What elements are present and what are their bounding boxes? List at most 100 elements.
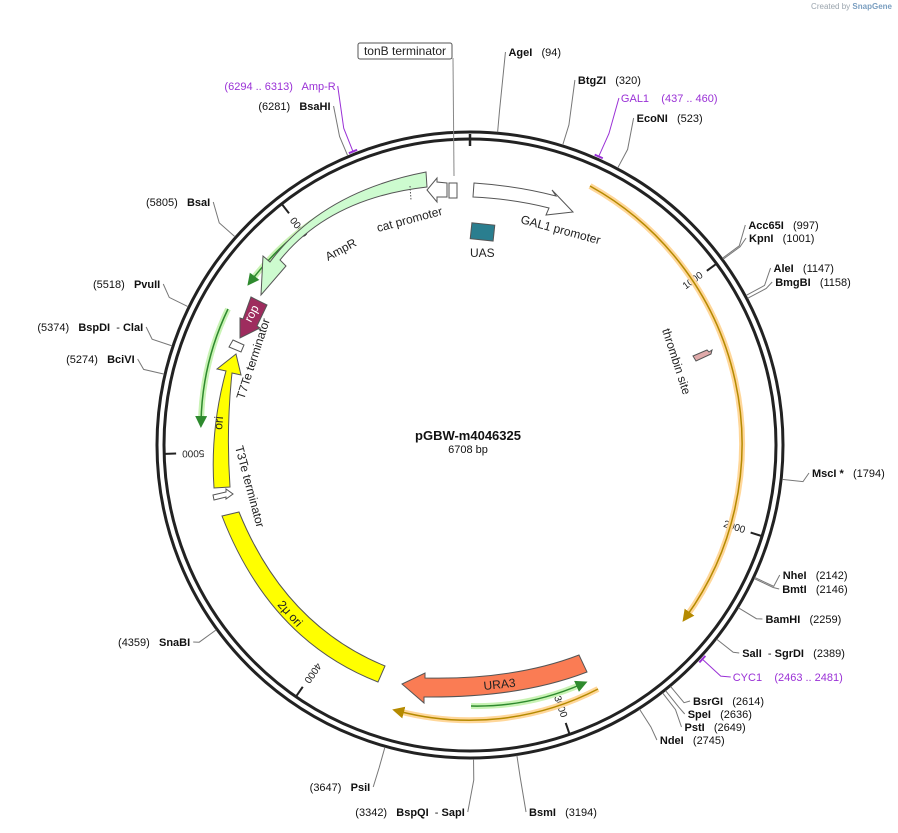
- site-label-pvuii: (5518) PvuII: [93, 279, 160, 291]
- t7te-terminator-arrow[interactable]: [228, 339, 245, 353]
- gal1-promoter-label: GAL1 promoter: [519, 212, 602, 247]
- primer-leader-amp-r: [337, 85, 354, 153]
- site-label-agei: AgeI (94): [508, 47, 561, 59]
- site-leader-ndei: [639, 709, 658, 741]
- primer-leader-cyc1: [701, 658, 731, 678]
- two-micron-ori-arc[interactable]: [221, 511, 386, 683]
- tick-label-4000: 4000: [301, 660, 323, 685]
- site-label-bspqi: (3342) BspQI - SapI: [355, 807, 464, 819]
- site-name: PvuII: [134, 279, 160, 291]
- site-pos: (2146): [816, 584, 848, 596]
- site-separator: [178, 197, 187, 209]
- site-leader-bamhi: [738, 607, 763, 620]
- primer-range: (6294 .. 6313): [224, 81, 293, 93]
- site-pos: (5518): [93, 279, 125, 291]
- site-name: BsmI: [529, 807, 556, 819]
- site-leader-bmgbi: [747, 281, 773, 299]
- site-leader-pvuii: [162, 283, 189, 308]
- site-alt: ClaI: [123, 322, 143, 334]
- orf-arc-glow: [588, 183, 746, 619]
- site-pos: (1001): [783, 233, 815, 245]
- t3te-terminator-arrow[interactable]: [212, 488, 234, 501]
- site-name: BmgBI: [775, 277, 810, 289]
- plasmid-length: 6708 bp: [448, 444, 488, 456]
- site-pos: (2142): [816, 570, 848, 582]
- site-pos: (1158): [820, 277, 851, 289]
- thrombin-site-label: thrombin site: [659, 327, 694, 397]
- cat-promoter-label: cat promoter: [375, 204, 444, 235]
- site-label-ndei: NdeI (2745): [660, 735, 725, 747]
- site-name: KpnI: [749, 233, 773, 245]
- tick-mark-1000: [706, 263, 717, 272]
- site-separator: -: [429, 807, 442, 819]
- site-pos: (2389): [813, 648, 845, 660]
- site-label-bspdi: (5374) BspDI - ClaI: [37, 322, 143, 334]
- thrombin-site-arrow[interactable]: [692, 348, 713, 362]
- site-leader-sali: [716, 638, 740, 654]
- site-name: BsaHI: [299, 101, 330, 113]
- site-leader-bmti: [753, 578, 780, 590]
- primer-leader-gal1: [597, 97, 620, 158]
- primer-name: GAL1: [621, 93, 649, 105]
- green-arc-rop-line: [195, 308, 229, 428]
- site-label-kpni: KpnI (1001): [749, 233, 814, 245]
- site-separator: [784, 220, 793, 232]
- tonb-terminator-label: tonB terminator: [364, 44, 446, 58]
- site-name: BsaI: [187, 197, 210, 209]
- site-name: BciVI: [107, 354, 135, 366]
- site-pos: (3342): [355, 807, 387, 819]
- site-pos: (94): [541, 47, 561, 59]
- site-separator: [125, 279, 134, 291]
- watermark-prefix: Created by: [811, 2, 851, 11]
- site-alt: SapI: [442, 807, 465, 819]
- site-leader-kpni: [722, 237, 747, 260]
- site-leader-psii: [372, 747, 386, 788]
- site-separator: [387, 807, 396, 819]
- site-pos: (2745): [693, 735, 725, 747]
- site-leader-spei: [665, 690, 686, 715]
- ura3-label: URA3: [483, 676, 517, 693]
- site-label-psti: PstI (2649): [684, 722, 745, 734]
- site-separator: [711, 709, 720, 721]
- site-label-bmti: BmtI (2146): [782, 584, 847, 596]
- site-separator: [804, 648, 813, 660]
- cat-promoter-arrow[interactable]: [426, 176, 448, 204]
- primer-name: Amp-R: [301, 81, 335, 93]
- site-label-sali: SalI - SgrDI (2389): [742, 648, 845, 660]
- orf-arc2-line: [392, 688, 599, 721]
- site-label-psii: (3647) PsiI: [310, 782, 371, 794]
- site-label-bcivi: (5274) BciVI: [66, 354, 134, 366]
- tonb-terminator-box[interactable]: [357, 42, 453, 60]
- site-label-btgzi: BtgZI (320): [578, 75, 641, 87]
- ori-arrow[interactable]: [212, 353, 242, 489]
- site-name: PsiI: [351, 782, 371, 794]
- site-name: BamHI: [765, 614, 800, 626]
- site-name: Acc65I: [748, 220, 783, 232]
- uas-box[interactable]: [469, 222, 496, 242]
- site-separator: [556, 807, 565, 819]
- site-separator: -: [762, 648, 775, 660]
- tick-mark-2000: [750, 531, 762, 537]
- site-name: BspDI: [78, 322, 110, 334]
- tonb-terminator-marker[interactable]: [448, 182, 458, 199]
- tonb-terminator-leader: [452, 57, 455, 177]
- tick-label-5000: 5000: [182, 447, 205, 459]
- site-label-bmgbi: BmgBI (1158): [775, 277, 851, 289]
- site-separator: [774, 233, 783, 245]
- site-pos: (6281): [258, 101, 290, 113]
- uas-label: UAS: [470, 246, 495, 260]
- tick-mark-6000: [281, 204, 290, 214]
- site-label-bsrgi: BsrGI (2614): [693, 696, 764, 708]
- site-pos: (5374): [37, 322, 69, 334]
- site-leader-bsmi: [516, 755, 527, 813]
- rop-arrow[interactable]: [239, 296, 268, 339]
- site-pos: (320): [615, 75, 641, 87]
- ampr-arrow[interactable]: [260, 171, 428, 297]
- site-separator: [807, 584, 816, 596]
- tick-mark-4000: [295, 686, 304, 697]
- plasmid-name: pGBW-m4046325: [415, 428, 521, 443]
- site-pos: (2649): [714, 722, 746, 734]
- gal1-promoter-arrow[interactable]: [472, 182, 575, 216]
- ura3-arrow[interactable]: [401, 654, 588, 705]
